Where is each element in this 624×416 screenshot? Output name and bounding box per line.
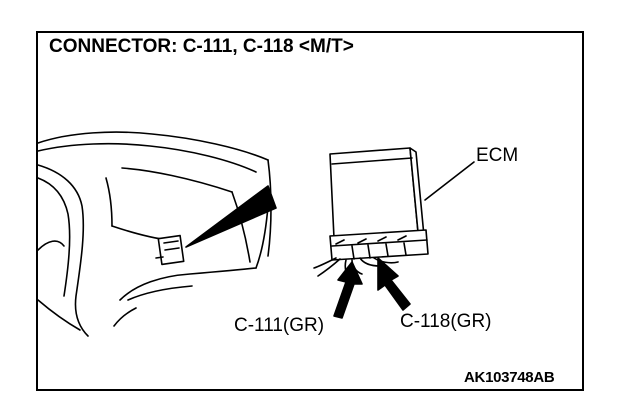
dashboard-illustration [37,131,272,337]
ecm-leader-line [424,161,475,201]
figure-id: AK103748AB [464,369,555,386]
diagram-title: CONNECTOR: C-111, C-118 <M/T> [49,36,354,57]
c111-arrow [333,261,363,319]
zoom-pointer [185,185,277,248]
ecm-unit [329,147,425,243]
ecm-connector-header [329,229,429,261]
c111-connector-label: C-111(GR) [234,315,325,336]
c118-connector-label: C-118(GR) [400,311,492,332]
diagram-frame [36,31,584,391]
connector-in-dash [155,234,185,266]
c118-arrow [377,257,411,311]
ecm-label: ECM [476,145,519,166]
